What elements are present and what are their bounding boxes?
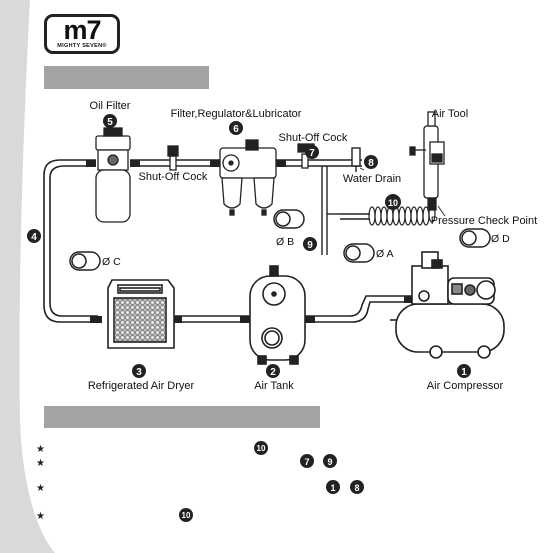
note-ref-badge: 10 bbox=[257, 444, 266, 453]
diameter-b-icon bbox=[273, 209, 305, 229]
label-pressure-check: Pressure Check Point bbox=[431, 215, 537, 227]
note-row-3: ★ 1 8 bbox=[36, 480, 364, 494]
shutoff-cock-left bbox=[167, 145, 179, 171]
oil-filter bbox=[95, 127, 131, 223]
section-header-bar-top bbox=[44, 66, 209, 89]
callout-4: 4 bbox=[27, 229, 41, 243]
fitting bbox=[90, 316, 102, 323]
note-star: ★ bbox=[36, 458, 45, 469]
mighty-seven-logo: m7 MIGHTY SEVEN® bbox=[44, 14, 120, 54]
coil-hose-spring bbox=[368, 205, 436, 226]
hose-tank-compressor bbox=[305, 295, 412, 317]
note-row-1: ★ 10 bbox=[36, 441, 268, 455]
diameter-d-icon bbox=[459, 228, 491, 248]
filter-regulator-lubricator bbox=[219, 139, 277, 216]
note-row-2: ★ 7 9 bbox=[36, 454, 337, 469]
pointer-pressure-check bbox=[437, 205, 446, 217]
label-air-tool: Air Tool bbox=[432, 108, 468, 120]
callout-10: 10 bbox=[385, 194, 401, 210]
label-diameter-d: Ø D bbox=[491, 233, 510, 245]
label-air-compressor: Air Compressor bbox=[427, 380, 504, 392]
water-drain-drop bbox=[321, 147, 361, 255]
svg-text:7: 7 bbox=[309, 148, 315, 159]
note-ref-badge: 9 bbox=[327, 457, 332, 467]
note-ref-badge: 1 bbox=[330, 483, 335, 493]
pointer-water-drain bbox=[359, 167, 365, 171]
note-ref-badge: 8 bbox=[354, 483, 359, 493]
air-compressor bbox=[390, 251, 505, 359]
svg-text:6: 6 bbox=[233, 124, 239, 135]
callout-9: 9 bbox=[303, 237, 317, 251]
callouts: 5 6 7 8 9 10 4 3 2 1 bbox=[27, 114, 471, 378]
callout-2: 2 bbox=[266, 364, 280, 378]
note-row-4: ★ 10 bbox=[36, 508, 193, 522]
svg-text:3: 3 bbox=[136, 367, 142, 378]
note-star: ★ bbox=[36, 511, 45, 522]
label-diameter-c: Ø C bbox=[102, 256, 121, 268]
svg-text:9: 9 bbox=[307, 240, 313, 251]
air-tool bbox=[409, 111, 445, 211]
label-water-drain: Water Drain bbox=[343, 173, 401, 185]
label-frl: Filter,Regulator&Lubricator bbox=[171, 108, 302, 120]
label-oil-filter: Oil Filter bbox=[90, 100, 131, 112]
svg-text:8: 8 bbox=[368, 158, 374, 169]
hose-main bbox=[43, 159, 98, 323]
note-ref-badge: 7 bbox=[304, 457, 309, 467]
note-ref-badge: 10 bbox=[182, 511, 191, 520]
air-tank bbox=[249, 265, 306, 365]
label-refrigerated-dryer: Refrigerated Air Dryer bbox=[88, 380, 195, 392]
callout-3: 3 bbox=[132, 364, 146, 378]
callout-8: 8 bbox=[364, 155, 378, 169]
svg-text:4: 4 bbox=[31, 232, 37, 243]
diameter-a-icon bbox=[343, 243, 375, 263]
diameter-c-icon bbox=[69, 251, 101, 271]
callout-6: 6 bbox=[229, 121, 243, 135]
callout-7: 7 bbox=[305, 145, 319, 159]
svg-text:1: 1 bbox=[461, 367, 467, 378]
section-header-bar-bottom bbox=[44, 406, 320, 428]
logo-main-text: m7 bbox=[63, 15, 101, 45]
refrigerated-air-dryer bbox=[107, 279, 175, 349]
label-diameter-a: Ø A bbox=[376, 248, 394, 260]
callout-1: 1 bbox=[457, 364, 471, 378]
svg-text:10: 10 bbox=[388, 198, 398, 208]
callout-5: 5 bbox=[103, 114, 117, 128]
label-diameter-b: Ø B bbox=[276, 236, 294, 248]
logo-sub-text: MIGHTY SEVEN® bbox=[57, 43, 107, 49]
note-star: ★ bbox=[36, 444, 45, 455]
label-air-tank: Air Tank bbox=[254, 380, 294, 392]
label-shutoff-top: Shut-Off Cock bbox=[279, 132, 348, 144]
label-shutoff-left: Shut-Off Cock bbox=[139, 171, 208, 183]
note-star: ★ bbox=[36, 483, 45, 494]
svg-text:2: 2 bbox=[270, 367, 276, 378]
svg-text:5: 5 bbox=[107, 117, 113, 128]
